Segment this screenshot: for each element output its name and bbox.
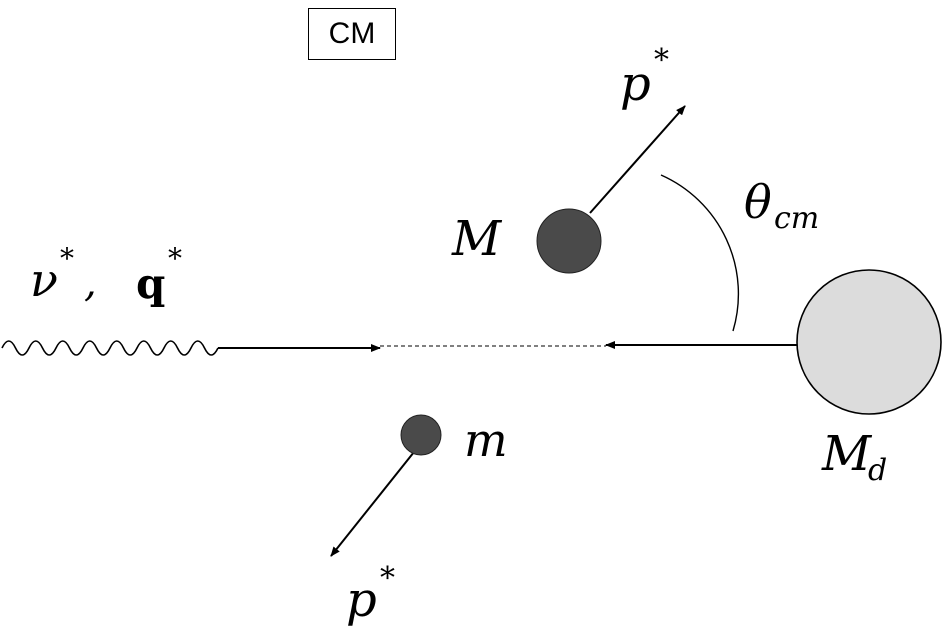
heavy-particle-momentum-arrow bbox=[589, 105, 686, 214]
label-p-lower-star: * bbox=[380, 561, 395, 596]
frame-label: CM bbox=[308, 8, 396, 60]
label-p-lower: p bbox=[346, 572, 377, 628]
label-m: m bbox=[464, 413, 508, 467]
label-q-star: * bbox=[168, 242, 182, 275]
light-particle-m bbox=[400, 414, 442, 456]
heavy-particle-M bbox=[536, 208, 602, 274]
light-particle-momentum-arrow bbox=[330, 451, 415, 557]
label-theta: θ bbox=[744, 175, 772, 229]
label-theta-sub: cm bbox=[774, 201, 819, 236]
label-q: q bbox=[136, 259, 165, 308]
label-p-upper-star: * bbox=[654, 43, 669, 78]
virtual-photon-wave bbox=[1, 340, 219, 356]
label-M: M bbox=[451, 211, 503, 267]
label-comma: , bbox=[84, 260, 97, 306]
label-Md: M bbox=[821, 426, 873, 482]
target-particle-Md bbox=[796, 269, 942, 415]
label-p-upper: p bbox=[620, 56, 651, 112]
label-nu-star: * bbox=[60, 242, 74, 275]
label-Md-sub: d bbox=[868, 453, 887, 488]
label-nu: ν bbox=[30, 253, 58, 307]
theta-angle-arc bbox=[660, 174, 740, 332]
